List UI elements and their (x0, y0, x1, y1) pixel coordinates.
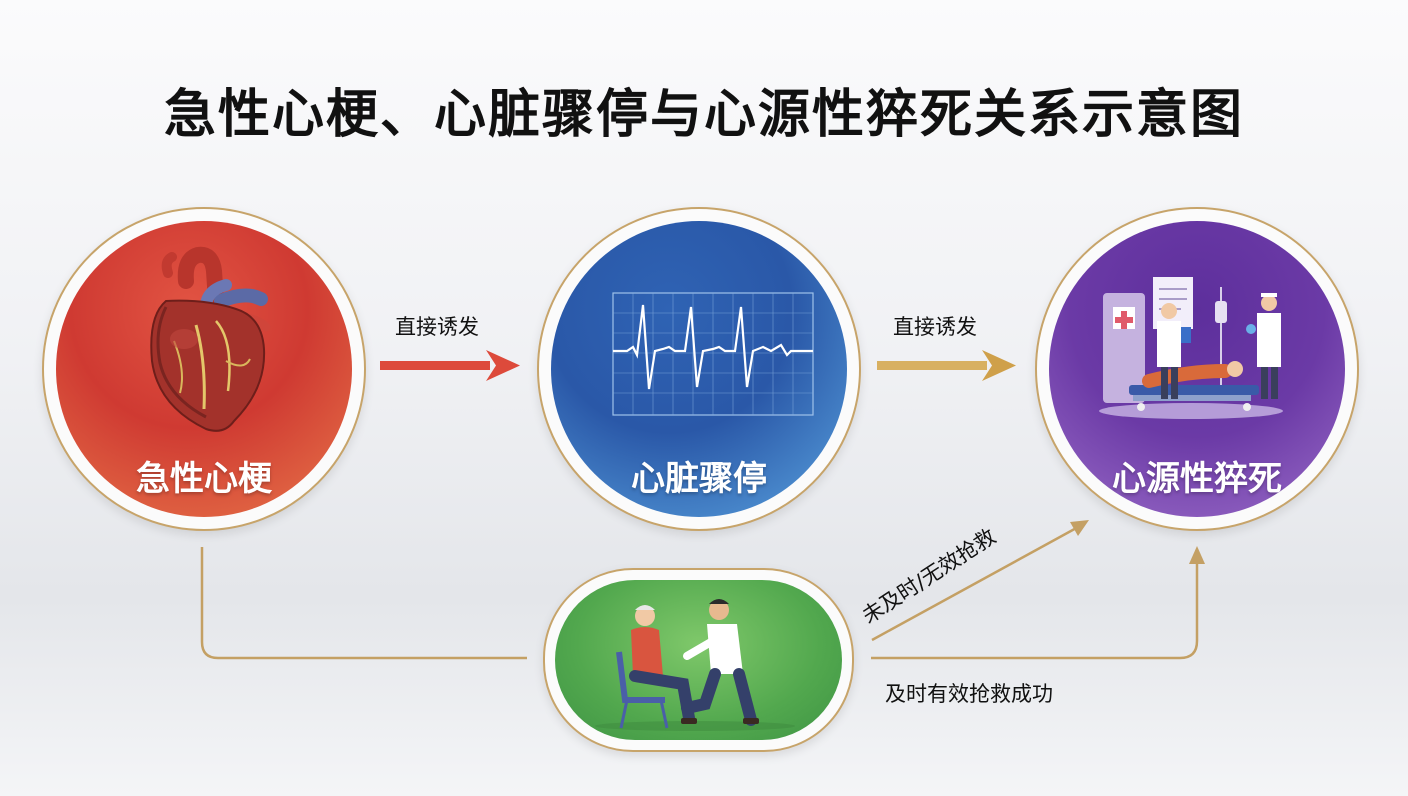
connector-ami-to-rescue (200, 547, 527, 660)
ecg-waveform-icon (612, 292, 814, 416)
diagram-title: 急性心梗、心脏骤停与心源性猝死关系示意图 (163, 85, 1244, 145)
heart-anatomy-icon (150, 246, 271, 432)
node-label-ami: 急性心梗 (136, 459, 272, 499)
hospital-bed-doctors-icon (1099, 277, 1283, 419)
node-label-scd: 心源性猝死 (1112, 459, 1282, 499)
node-acute-mi: 急性心梗 (42, 207, 366, 531)
node-sudden-cardiac-death: 心源性猝死 (1035, 207, 1359, 531)
edge-label-successful-rescue: 及时有效抢救成功 (885, 682, 1053, 706)
arrow-trigger-1 (380, 350, 520, 381)
edge-label-trigger-2: 直接诱发 (893, 315, 977, 339)
first-aid-helper-icon (595, 599, 795, 731)
connector-rescue-success (871, 546, 1205, 660)
node-successful-rescue (543, 568, 854, 752)
edge-label-trigger-1: 直接诱发 (395, 315, 479, 339)
node-cardiac-arrest: 心脏骤停 (537, 207, 861, 531)
node-label-arrest: 心脏骤停 (631, 459, 767, 499)
arrow-trigger-2 (877, 350, 1016, 381)
connector-rescue-failed (871, 520, 1089, 642)
